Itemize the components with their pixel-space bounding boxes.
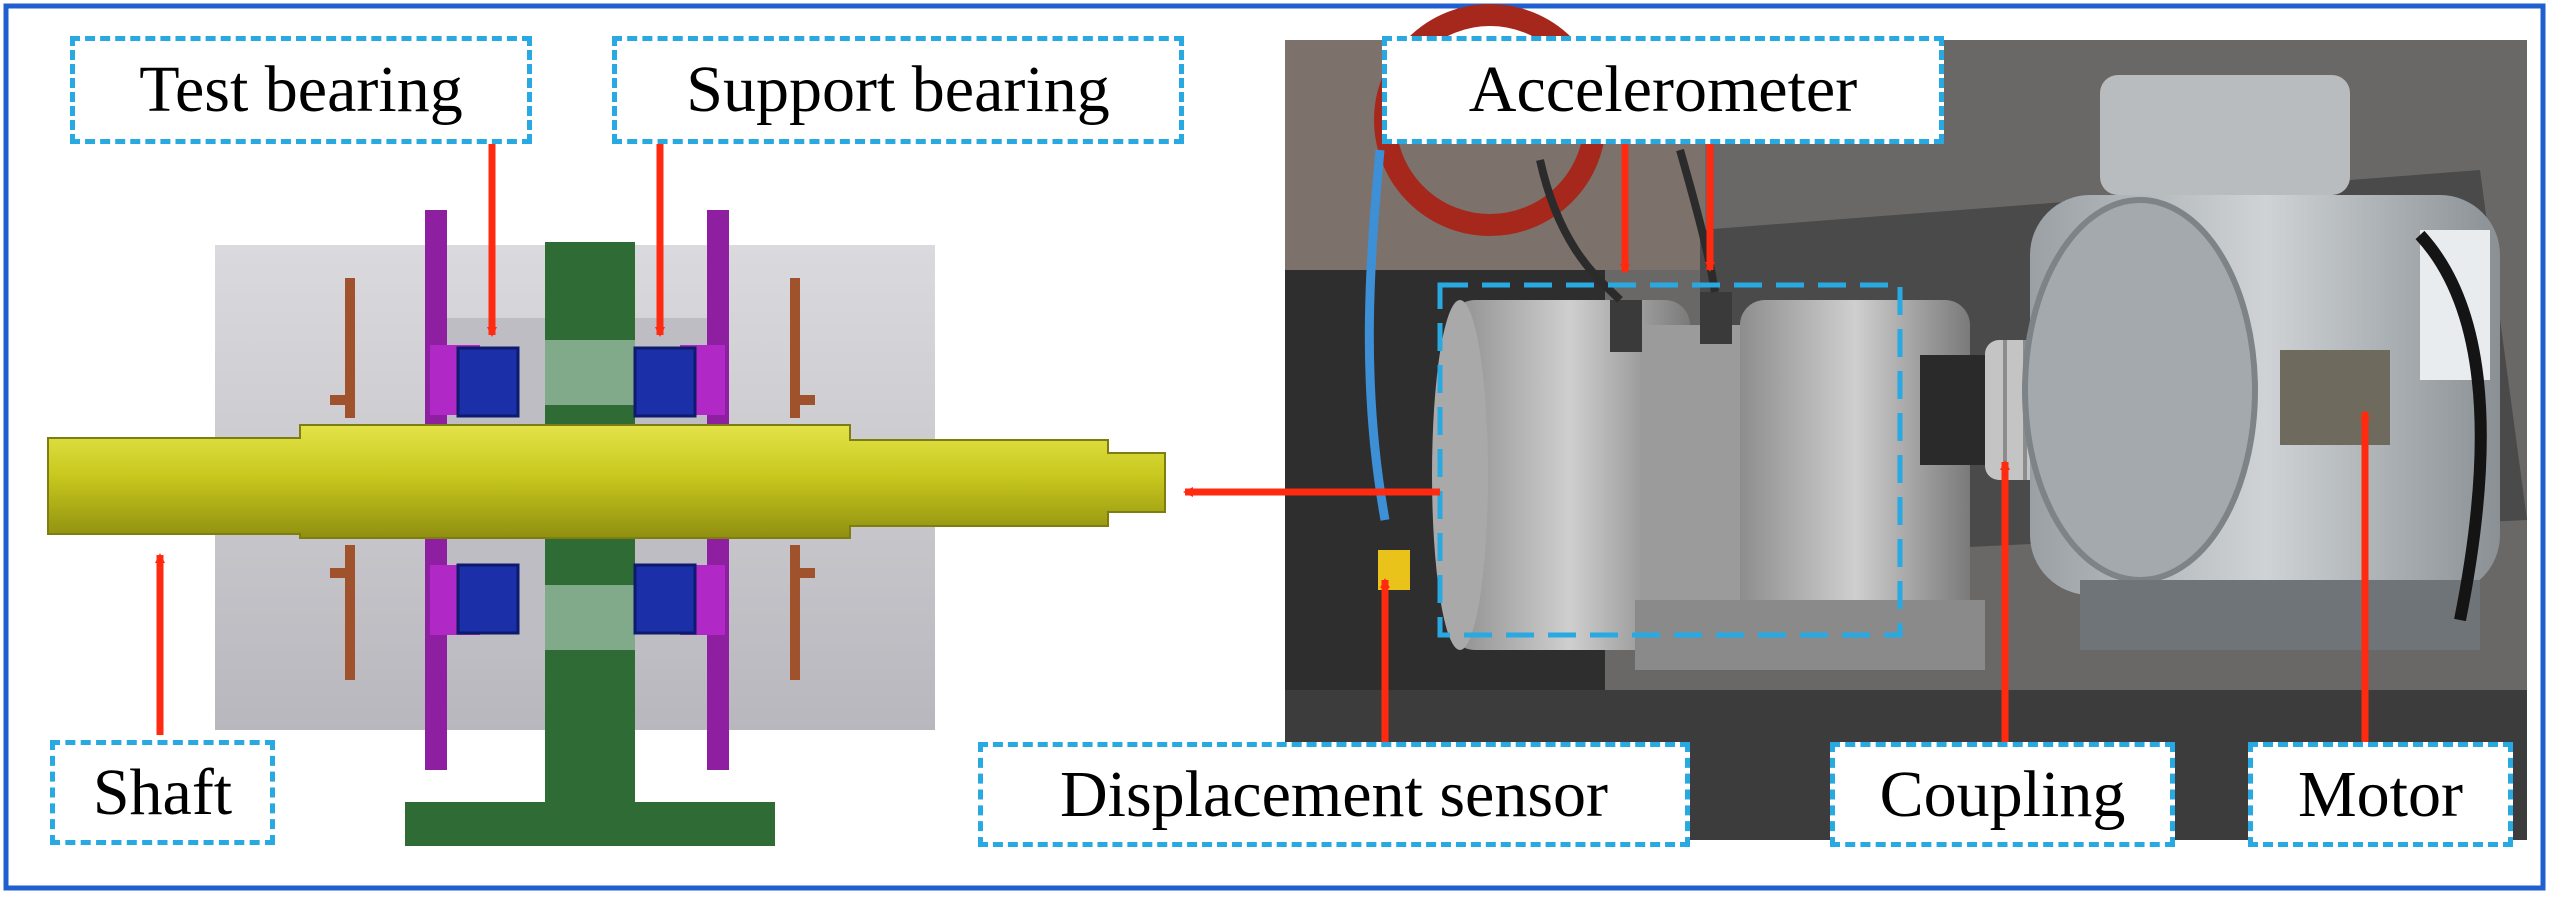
label-accelerometer: Accelerometer [1382,36,1944,144]
support-bearing-bottom [633,563,697,635]
label-test-bearing: Test bearing [70,36,532,144]
photo-housing-left-face [1432,300,1488,650]
test-rig-photo [1285,4,2527,840]
photo-cable-3 [1676,148,1719,293]
label-displacement-sensor: Displacement sensor [978,742,1690,847]
photo-cable-2 [1536,159,1623,303]
shaft [47,424,1166,539]
photo-shaft-stub [1920,355,1990,465]
photo-support-block [1640,325,1740,620]
photo-motor-cable [2415,230,2487,622]
arrows [155,140,2370,745]
support-bearing-top [633,346,697,418]
seal-ring-right-bottom [790,545,800,680]
test-section-highlight [1437,282,1903,638]
photo-motor-terminal-box [2100,75,2350,195]
seal-ring-left-bottom [345,545,355,680]
photo-motor-endbell [2022,197,2258,583]
seal-lip-left-top [330,395,355,405]
label-motor: Motor [2248,742,2513,847]
photo-cable-1 [1364,149,1390,521]
schematic-diagram [47,210,1166,846]
seal-ring-right-top [790,278,800,418]
photo-accelerometer-1 [1610,300,1642,352]
support-stand-highlight-top [545,340,635,405]
label-shaft: Shaft [50,740,275,845]
seal-lip-left-bottom [330,568,355,578]
seal-ring-left-top [345,278,355,418]
seal-lip-right-bottom [790,568,815,578]
photo-accelerometer-2 [1700,292,1732,344]
photo-housing-left [1450,300,1690,650]
photo-motor-feet [2080,580,2480,650]
photo-motor-nameplate [2280,350,2390,445]
support-stand-base [405,802,775,846]
label-coupling: Coupling [1830,742,2175,847]
test-bearing-top [456,346,520,418]
test-bearing-bottom [456,563,520,635]
seal-lip-right-top [790,395,815,405]
support-stand-highlight-bottom [545,585,635,650]
label-support-bearing: Support bearing [612,36,1184,144]
photo-housing-right [1740,300,1970,625]
